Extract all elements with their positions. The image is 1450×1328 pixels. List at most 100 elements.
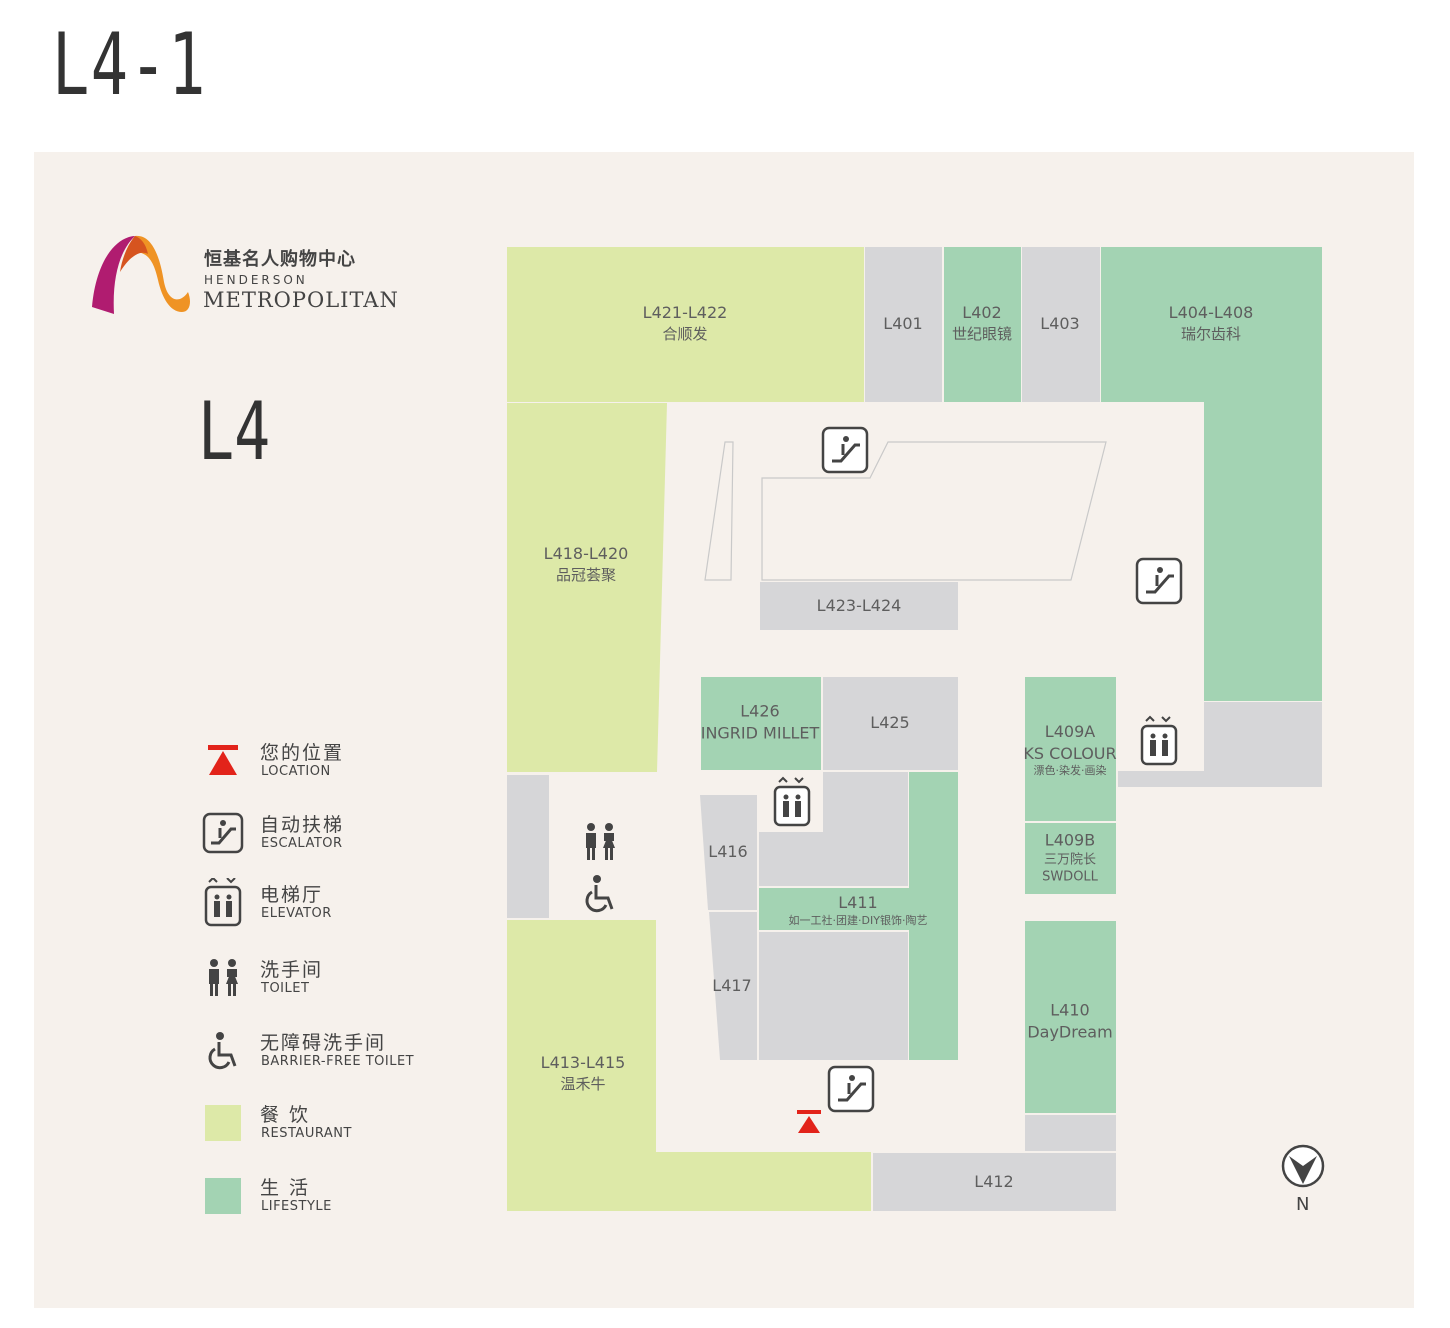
- legend-barrier-free-toilet: 无障碍洗手间 BARRIER-FREE TOILET: [200, 1028, 460, 1078]
- legend-escalator: 自动扶梯 ESCALATOR: [200, 810, 460, 860]
- unit-name: 温禾牛: [560, 1074, 606, 1093]
- unit-l418-l420-label: L418-L420 品冠荟聚: [544, 543, 629, 585]
- page-title: L4-1: [52, 15, 207, 115]
- location-icon: [200, 738, 246, 784]
- wheelchair-icon: [585, 875, 614, 913]
- unit-code: L423-L424: [816, 596, 902, 616]
- legend-cn: 餐 饮: [260, 1104, 311, 1126]
- unit-l412-label: L412: [974, 1171, 1013, 1193]
- unit-code: L403: [1040, 314, 1080, 334]
- unit-code: L413-L415: [540, 1053, 626, 1073]
- unit-l411-band: [759, 888, 909, 930]
- legend-restaurant: 餐 饮 RESTAURANT: [200, 1100, 460, 1150]
- logo-name-en-top: HENDERSON: [204, 273, 308, 287]
- legend-en: TOILET: [261, 981, 310, 996]
- unit-name: INGRID MILLET: [700, 723, 820, 742]
- unit-code: L426: [740, 701, 780, 721]
- unit-l426-label: L426 INGRID MILLET: [701, 700, 820, 743]
- legend-cn: 您的位置: [260, 742, 345, 764]
- legend-en: RESTAURANT: [261, 1126, 352, 1141]
- unit-grey-east-strip: [1118, 771, 1208, 787]
- unit-name: DayDream: [1027, 1022, 1113, 1041]
- escalator-icon: [200, 810, 246, 856]
- unit-l404-l408-label: L404-L408 瑞尔齿科: [1169, 302, 1254, 344]
- unit-l410-label: L410 DayDream: [1027, 999, 1112, 1042]
- elevator-icon: [200, 878, 246, 927]
- unit-sub: 漂色·染发·画染: [1033, 764, 1107, 778]
- unit-l409a: [1025, 677, 1116, 821]
- legend-en: ESCALATOR: [261, 836, 343, 851]
- compass-icon: [1281, 1144, 1325, 1188]
- legend-en: LOCATION: [261, 764, 331, 779]
- unit-code: L401: [883, 314, 923, 334]
- floor-label: L4: [198, 385, 271, 478]
- unit-code: L411: [838, 892, 878, 912]
- unit-code: L410: [1050, 1000, 1090, 1020]
- unit-name: 品冠荟聚: [555, 565, 616, 584]
- legend-toilet: 洗手间 TOILET: [200, 955, 460, 1005]
- legend-cn: 生 活: [260, 1177, 311, 1199]
- unit-name: 世纪眼镜: [951, 324, 1013, 343]
- unit-grey-center: [759, 932, 908, 1060]
- unit-l401-label: L401: [883, 313, 922, 335]
- unit-l425: [823, 677, 958, 770]
- elevator-icon: [1140, 715, 1178, 766]
- unit-grey-west: [507, 775, 549, 918]
- atrium-void-main: [761, 441, 1107, 581]
- unit-l409a-label: L409A KS COLOUR 漂色·染发·画染: [1023, 721, 1116, 779]
- unit-l423-l424: [760, 582, 958, 630]
- unit-sub: 如一工社·团建·DIY银饰·陶艺: [788, 913, 928, 927]
- legend-en: BARRIER-FREE TOILET: [261, 1054, 415, 1069]
- unit-l418-l420: [507, 403, 667, 772]
- location-icon: [797, 1110, 821, 1133]
- restaurant-swatch: [200, 1100, 246, 1146]
- unit-code: L421-L422: [642, 303, 728, 323]
- unit-l417-label: L417: [712, 975, 751, 997]
- lifestyle-swatch: [200, 1173, 246, 1219]
- unit-l413-l415: [507, 920, 871, 1211]
- legend-cn: 电梯厅: [260, 884, 324, 906]
- unit-l416: [700, 795, 757, 910]
- unit-code: L409A: [1044, 721, 1096, 741]
- escalator-icon: [827, 1065, 875, 1113]
- wheelchair-icon: [200, 1028, 246, 1074]
- unit-l402: [944, 247, 1021, 402]
- escalator-icon: [821, 426, 869, 474]
- compass-north-label: N: [1296, 1194, 1310, 1215]
- legend-en: ELEVATOR: [261, 906, 332, 921]
- unit-l402-label: L402 世纪眼镜: [952, 302, 1012, 344]
- unit-l426: [701, 677, 821, 770]
- unit-l401: [865, 247, 942, 402]
- unit-l409b: [1025, 823, 1116, 894]
- unit-code: L425: [870, 713, 910, 733]
- unit-name: 合顺发: [662, 324, 708, 343]
- unit-name: KS COLOUR: [1023, 743, 1117, 763]
- unit-l421-l422: [507, 247, 864, 402]
- unit-name: 瑞尔齿科: [1180, 324, 1241, 343]
- unit-l413-l415-label: L413-L415 温禾牛: [541, 1052, 626, 1094]
- logo-mark: [92, 235, 190, 314]
- escalator-icon: [1135, 557, 1183, 605]
- legend-elevator: 电梯厅 ELEVATOR: [200, 878, 460, 930]
- unit-l425-label: L425: [870, 712, 909, 734]
- legend-en: LIFESTYLE: [261, 1199, 332, 1214]
- unit-l417: [709, 912, 757, 1060]
- legend-cn: 洗手间: [260, 959, 324, 981]
- unit-l404-l408: [1101, 247, 1322, 701]
- unit-grey-core: [759, 772, 908, 886]
- unit-l421-l422-label: L421-L422 合顺发: [643, 302, 728, 344]
- unit-l410: [1025, 921, 1116, 1113]
- unit-code: L409B: [1044, 830, 1096, 850]
- legend-lifestyle: 生 活 LIFESTYLE: [200, 1173, 460, 1223]
- unit-l409b-label: L409B 三万院长 SWDOLL: [1042, 830, 1098, 887]
- unit-code: L404-L408: [1168, 303, 1254, 323]
- unit-code: L418-L420: [543, 544, 629, 564]
- unit-name: 三万院长: [1043, 852, 1096, 868]
- unit-l412: [873, 1153, 1116, 1211]
- unit-grey-east: [1204, 702, 1322, 787]
- unit-l411-strip: [909, 772, 958, 1060]
- logo-name-en-bottom: METROPOLITAN: [203, 288, 399, 312]
- elevator-icon: [773, 776, 811, 827]
